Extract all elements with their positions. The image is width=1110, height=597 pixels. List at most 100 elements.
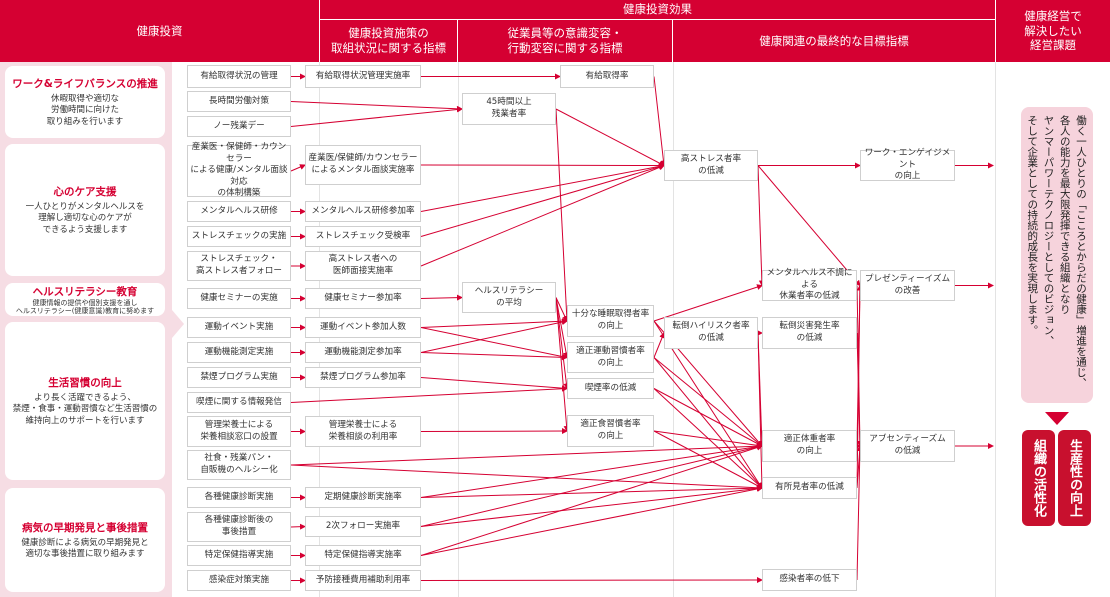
arrow-b5-d1 <box>420 163 665 212</box>
node-a4: 産業医・保健師・カウンセラー による健康/メンタル面談対応 の体制構築 <box>187 142 291 198</box>
arrow-c7-e4 <box>653 430 763 489</box>
node-f3: アブセンティーズム の低減 <box>860 430 955 462</box>
node-e2: 転倒災害発生率 の低減 <box>762 317 857 349</box>
arrow-a3-c2 <box>290 106 463 127</box>
category-title: 病気の早期発見と事後措置 <box>22 521 148 534</box>
arrow-a4-b4 <box>290 164 306 172</box>
node-b17: 特定保健指導実施率 <box>305 545 421 566</box>
arrow-b6-d1 <box>420 164 665 237</box>
arrow-c5-e3 <box>653 357 763 447</box>
arrow-b15-e3 <box>420 443 763 498</box>
category-desc: 健康情報の提供や個別支援を通し ヘルスリテラシー(健康意識)教育に努めます <box>15 298 155 315</box>
node-c2: 45時間以上 残業者率 <box>462 93 556 125</box>
node-a7: ストレスチェック・ 高ストレス者フォロー <box>187 251 291 281</box>
node-c1: 有給取得率 <box>560 65 654 88</box>
node-b1: 有給取得状況管理実施率 <box>305 65 421 88</box>
arrow-d1-f2 <box>757 165 861 287</box>
arrow-c3-c7 <box>555 297 570 432</box>
node-a8: 健康セミナーの実施 <box>187 288 291 309</box>
node-a12: 喫煙に関する情報発信 <box>187 392 291 413</box>
arrow-b10-c4 <box>420 319 568 353</box>
node-b4: 産業医/保健師/カウンセラー によるメンタル面談実施率 <box>305 145 421 185</box>
arrow-a2-c2 <box>290 101 463 112</box>
node-b7: 高ストレス者への 医師面接実施率 <box>305 251 421 281</box>
node-c4: 十分な睡眠取得者率 の向上 <box>567 305 654 337</box>
node-a11: 禁煙プログラム実施 <box>187 367 291 388</box>
node-a13: 管理栄養士による 栄養相談窓口の設置 <box>187 416 291 447</box>
category-title: 心のケア支援 <box>53 185 117 198</box>
node-a3: ノー残業デー <box>187 116 291 137</box>
node-d2: 転倒ハイリスク者率 の低減 <box>664 317 758 349</box>
category-disease: 病気の早期発見と事後措置 健康診断による病気の早期発見と 適切な事後措置に取り組… <box>5 488 165 592</box>
node-e5: 感染者率の低下 <box>762 569 857 591</box>
header-final: 健康関連の最終的な目標指標 <box>673 20 995 62</box>
node-a16: 各種健康診断後の 事後措置 <box>187 512 291 542</box>
category-lifestyle: 生活習慣の向上 より長く活躍できるよう、 禁煙・食事・運動習慣など生活習慣の 維… <box>5 322 165 480</box>
arrow-c3-c4 <box>555 297 568 322</box>
node-a14: 社食・残業パン・ 自販機のヘルシー化 <box>187 450 291 480</box>
arrow-c4-e1 <box>653 284 763 322</box>
arrow-e4-f2 <box>856 284 863 489</box>
arrow-b8-c3 <box>420 294 463 301</box>
category-desc: 健康診断による病気の早期発見と 適切な事後措置に取り組みます <box>21 537 149 559</box>
arrow-b17-e4 <box>420 486 763 556</box>
arrow-a14-e3 <box>290 443 763 466</box>
category-work-life-balance: ワーク&ライフバランスの推進 休暇取得や適切な 労働時間に向けた 取り組みを行い… <box>5 66 165 138</box>
header-effect: 健康投資効果 <box>320 0 995 19</box>
arrow-b7-d1 <box>420 164 665 267</box>
arrow-b13-c7 <box>420 428 568 435</box>
header-behavior: 従業員等の意識変容・ 行動変容に関する指標 <box>458 20 672 62</box>
node-b18: 予防接種費用補助利用率 <box>305 570 421 591</box>
arrow-b17-e3 <box>420 444 763 556</box>
node-e4: 有所見者率の低減 <box>762 477 857 499</box>
node-c7: 適正食習慣者率 の向上 <box>567 415 654 447</box>
goal-organization: 組織の活性化 <box>1022 430 1055 526</box>
header-issue: 健康経営で 解決したい 経営課題 <box>996 0 1110 62</box>
node-f2: プレゼンティーイズム の改善 <box>860 270 955 301</box>
node-a18: 感染症対策実施 <box>187 570 291 591</box>
node-b13: 管理栄養士による 栄養相談の利用率 <box>305 416 421 447</box>
arrow-b9-c4 <box>420 318 568 328</box>
category-mental-care: 心のケア支援 一人ひとりがメンタルヘルスを 理解し適切な心のケアが できるよう支… <box>5 144 165 276</box>
node-a17: 特定保健指導実施 <box>187 545 291 566</box>
node-b10: 運動機能測定参加率 <box>305 342 421 363</box>
divider <box>458 62 459 597</box>
arrow-a14-e4 <box>290 464 763 491</box>
node-a2: 長時間労働対策 <box>187 91 291 112</box>
node-e3: 適正体重者率 の向上 <box>762 430 857 462</box>
arrow-b10-c5 <box>420 352 568 361</box>
category-desc: より長く活躍できるよう、 禁煙・食事・運動習慣など生活習慣の 維持向上のサポート… <box>12 392 158 426</box>
divider <box>995 62 996 597</box>
vision-statement: 働く一人ひとりの「こころとからだの健康」増進を通じ、 各人の能力を最大限発揮でき… <box>1021 107 1093 403</box>
node-b15: 定期健康診断実施率 <box>305 487 421 508</box>
arrow-c3-c6 <box>555 297 570 390</box>
category-title: ヘルスリテラシー教育 <box>32 285 138 298</box>
arrow-c1-d1 <box>653 76 667 167</box>
arrow-e5-f3 <box>856 445 863 581</box>
goal-productivity: 生産性の向上 <box>1058 430 1091 526</box>
category-health-literacy: ヘルスリテラシー教育 健康情報の提供や個別支援を通し ヘルスリテラシー(健康意識… <box>5 283 165 316</box>
arrow-c2-c4 <box>555 108 570 322</box>
arrow-b11-c6 <box>420 377 568 392</box>
node-a15: 各種健康診断実施 <box>187 487 291 508</box>
arrow-b4-d1 <box>420 162 665 169</box>
node-b11: 禁煙プログラム参加率 <box>305 367 421 388</box>
arrow-c3-c5 <box>555 297 570 359</box>
category-title: ワーク&ライフバランスの推進 <box>12 77 158 90</box>
arrow-c2-d1 <box>555 108 665 166</box>
arrow-c5-e4 <box>653 357 763 489</box>
node-a10: 運動機能測定実施 <box>187 342 291 363</box>
arrow-b16-e3 <box>420 444 763 527</box>
arrow-c7-e3 <box>653 430 763 449</box>
node-b8: 健康セミナー参加率 <box>305 288 421 309</box>
node-b5: メンタルヘルス研修参加率 <box>305 201 421 222</box>
arrow-a16-b16 <box>290 523 306 530</box>
node-b16: 2次フォロー実施率 <box>305 516 421 537</box>
node-a5: メンタルヘルス研修 <box>187 201 291 222</box>
arrow-b9-c5 <box>420 327 568 360</box>
panel-chevron <box>172 310 184 338</box>
node-e1: メンタルヘルス不調による 休業者率の低減 <box>762 268 857 301</box>
category-title: 生活習慣の向上 <box>48 376 122 389</box>
category-desc: 一人ひとりがメンタルヘルスを 理解し適切な心のケアが できるよう支援します <box>25 201 145 235</box>
